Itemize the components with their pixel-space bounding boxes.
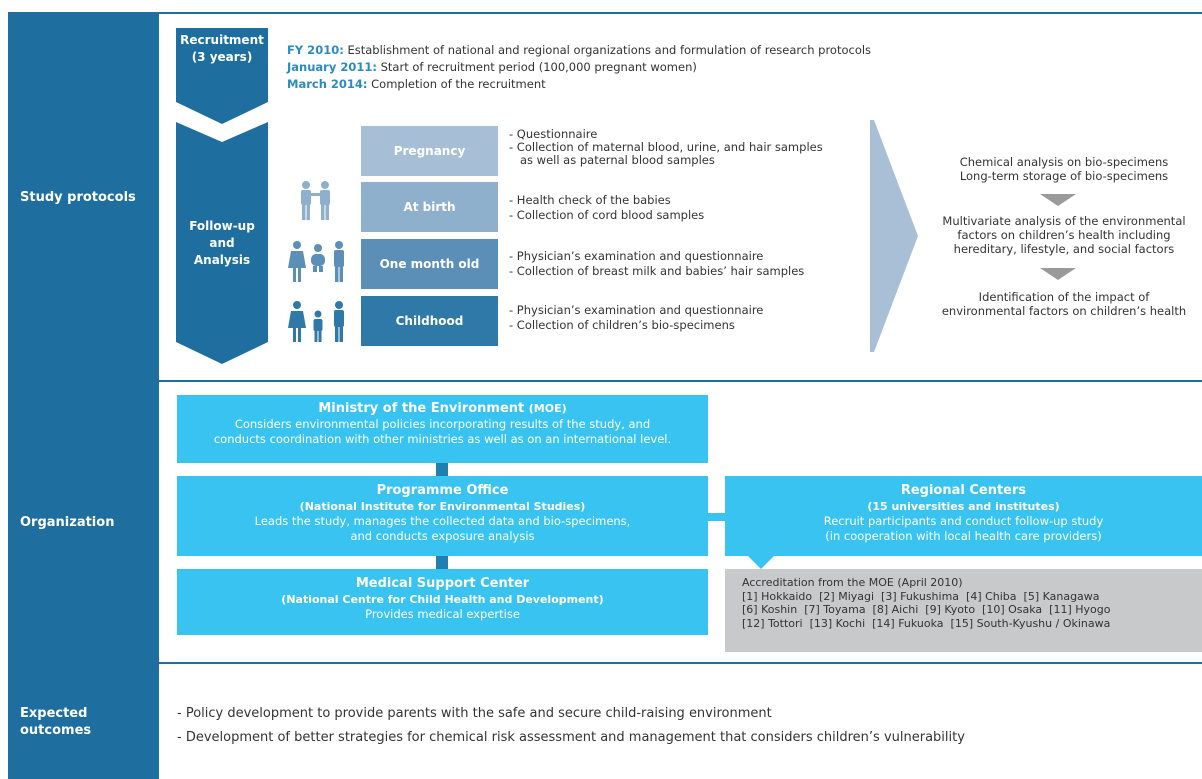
timeline-item: March 2014: Completion of the recruitmen… — [287, 76, 871, 93]
analysis-line: Chemical analysis on bio-specimens — [959, 155, 1169, 169]
protocol-chevron — [176, 28, 268, 364]
regional-notch-arrow — [748, 556, 774, 569]
medical-title: Medical Support Center — [355, 576, 530, 591]
regional-desc-line: Recruit participants and conduct follow-… — [823, 514, 1104, 528]
accreditation-line: [6] Koshin [7] Toyama [8] Aichi [9] Kyot… — [742, 603, 1111, 616]
stage-desc-item: - Physician’s examination and questionna… — [509, 249, 764, 263]
stage-childhood: Childhood — [361, 296, 498, 346]
stage-desc-item: - Physician’s examination and questionna… — [509, 303, 764, 317]
section-outcomes-line2: outcomes — [20, 722, 92, 738]
recruitment-label-line1: Recruitment — [180, 33, 264, 47]
moe-title: Ministry of the Environment (MOE) — [177, 400, 708, 417]
analysis-block-3: Identification of the impact of environm… — [926, 290, 1202, 318]
section-study-protocols-label: Study protocols — [20, 189, 136, 205]
outcomes-list: - Policy development to provide parents … — [177, 702, 965, 750]
timeline-date: FY 2010: — [287, 43, 344, 57]
timeline-text: Establishment of national and regional o… — [347, 43, 872, 57]
outcome-item: - Policy development to provide parents … — [177, 706, 772, 721]
accreditation-box: Accreditation from the MOE (April 2010) … — [725, 569, 1202, 652]
moe-desc-line: conducts coordination with other ministr… — [213, 432, 672, 446]
stage-desc-item: - Health check of the babies — [509, 193, 671, 207]
section-study-protocols: Study protocols — [8, 14, 159, 380]
divider-2 — [8, 662, 1202, 664]
stage-desc-item: - Collection of maternal blood, urine, a… — [509, 140, 823, 154]
moe-desc-line: Considers environmental policies incorpo… — [234, 417, 651, 431]
stage-desc-item: - Collection of children’s bio-specimens — [509, 318, 735, 332]
recruitment-label: Recruitment (3 years) — [176, 32, 268, 66]
medical-support-box: Medical Support Center (National Centre … — [177, 569, 708, 635]
analysis-down-arrow-1 — [1040, 194, 1076, 206]
top-rule — [8, 12, 1202, 14]
stage-desc-item: - Collection of cord blood samples — [509, 208, 705, 222]
connector-programme-medical — [436, 556, 448, 569]
regional-desc-line: (in cooperation with local health care p… — [825, 529, 1102, 543]
programme-sub: (National Institute for Environmental St… — [299, 500, 586, 513]
recruitment-label-line2: (3 years) — [191, 50, 253, 64]
connector-programme-regional — [708, 513, 725, 521]
stage-at-birth-desc: - Health check of the babies - Collectio… — [509, 193, 704, 223]
medical-desc-line: Provides medical expertise — [365, 607, 520, 621]
outcome-item: - Development of better strategies for c… — [177, 730, 965, 745]
analysis-down-arrow-2 — [1040, 268, 1076, 280]
stage-one-month-old-label: One month old — [379, 257, 480, 271]
analysis-line: Multivariate analysis of the environment… — [942, 214, 1186, 228]
recruitment-timeline: FY 2010: Establishment of national and r… — [287, 42, 871, 93]
stage-desc-item: as well as paternal blood samples — [509, 153, 715, 167]
regional-title: Regional Centers — [900, 483, 1027, 498]
stage-at-birth-label: At birth — [403, 200, 456, 214]
timeline-date: March 2014: — [287, 77, 368, 91]
timeline-item: January 2011: Start of recruitment perio… — [287, 59, 871, 76]
section-organization-label: Organization — [20, 514, 115, 530]
divider-1 — [8, 380, 1202, 382]
section-expected-outcomes: Expected outcomes — [8, 664, 159, 779]
medical-sub: (National Centre for Child Health and De… — [281, 593, 604, 606]
connector-moe-programme — [436, 463, 448, 476]
analysis-line: hereditary, lifestyle, and social factor… — [953, 242, 1175, 256]
programme-office-box: Programme Office (National Institute for… — [177, 476, 708, 556]
accreditation-line: [1] Hokkaido [2] Miyagi [3] Fukushima [4… — [742, 589, 1100, 603]
stage-desc-item: - Collection of breast milk and babies’ … — [509, 264, 805, 278]
programme-title: Programme Office — [376, 483, 509, 498]
stage-childhood-desc: - Physician’s examination and questionna… — [509, 303, 763, 333]
followup-chevron — [176, 122, 268, 364]
stage-childhood-label: Childhood — [395, 314, 464, 328]
followup-label-line2: and — [209, 236, 235, 250]
analysis-line: Identification of the impact of — [978, 290, 1150, 304]
analysis-block-2: Multivariate analysis of the environment… — [926, 214, 1202, 256]
family-baby-icon — [288, 241, 344, 282]
timeline-item: FY 2010: Establishment of national and r… — [287, 42, 871, 59]
accreditation-title: Accreditation from the MOE (April 2010) — [742, 576, 963, 589]
analysis-line: environmental factors on children’s heal… — [941, 304, 1187, 318]
moe-title-text: Ministry of the Environment — [318, 401, 525, 416]
stage-one-month-old: One month old — [361, 239, 498, 289]
analysis-line: Long-term storage of bio-specimens — [959, 169, 1169, 183]
accreditation-line: [12] Tottori [13] Kochi [14] Fukuoka [15… — [742, 616, 1111, 630]
family-child-icon — [288, 301, 344, 342]
analysis-line: factors on children’s health including — [957, 228, 1171, 242]
regional-sub: (15 universities and institutes) — [867, 500, 1060, 513]
stage-pregnancy-label: Pregnancy — [393, 144, 466, 158]
timeline-text: Completion of the recruitment — [371, 77, 546, 91]
analysis-block-1: Chemical analysis on bio-specimens Long-… — [926, 155, 1202, 183]
moe-abbr: (MOE) — [528, 402, 567, 415]
parents-icon — [301, 181, 330, 220]
timeline-date: January 2011: — [287, 60, 377, 74]
stage-pregnancy: Pregnancy — [361, 126, 498, 176]
section-outcomes-line1: Expected — [20, 705, 88, 721]
programme-desc-line: and conducts exposure analysis — [350, 529, 535, 543]
timeline-text: Start of recruitment period (100,000 pre… — [380, 60, 697, 74]
analysis-arrow — [870, 120, 918, 352]
section-organization: Organization — [8, 382, 159, 662]
followup-label-line1: Follow-up — [189, 219, 255, 233]
programme-desc-line: Leads the study, manages the collected d… — [254, 514, 631, 528]
stage-desc-item: - Questionnaire — [509, 127, 598, 141]
recruitment-chevron — [176, 28, 268, 124]
stage-pregnancy-desc: - Questionnaire - Collection of maternal… — [509, 128, 823, 167]
stage-one-month-desc: - Physician’s examination and questionna… — [509, 249, 804, 279]
regional-centers-box: Regional Centers (15 universities and in… — [725, 476, 1202, 556]
followup-label: Follow-up and Analysis — [176, 218, 268, 269]
moe-box: Ministry of the Environment (MOE) Consid… — [177, 395, 708, 463]
followup-label-line3: Analysis — [193, 253, 251, 267]
stage-at-birth: At birth — [361, 182, 498, 232]
